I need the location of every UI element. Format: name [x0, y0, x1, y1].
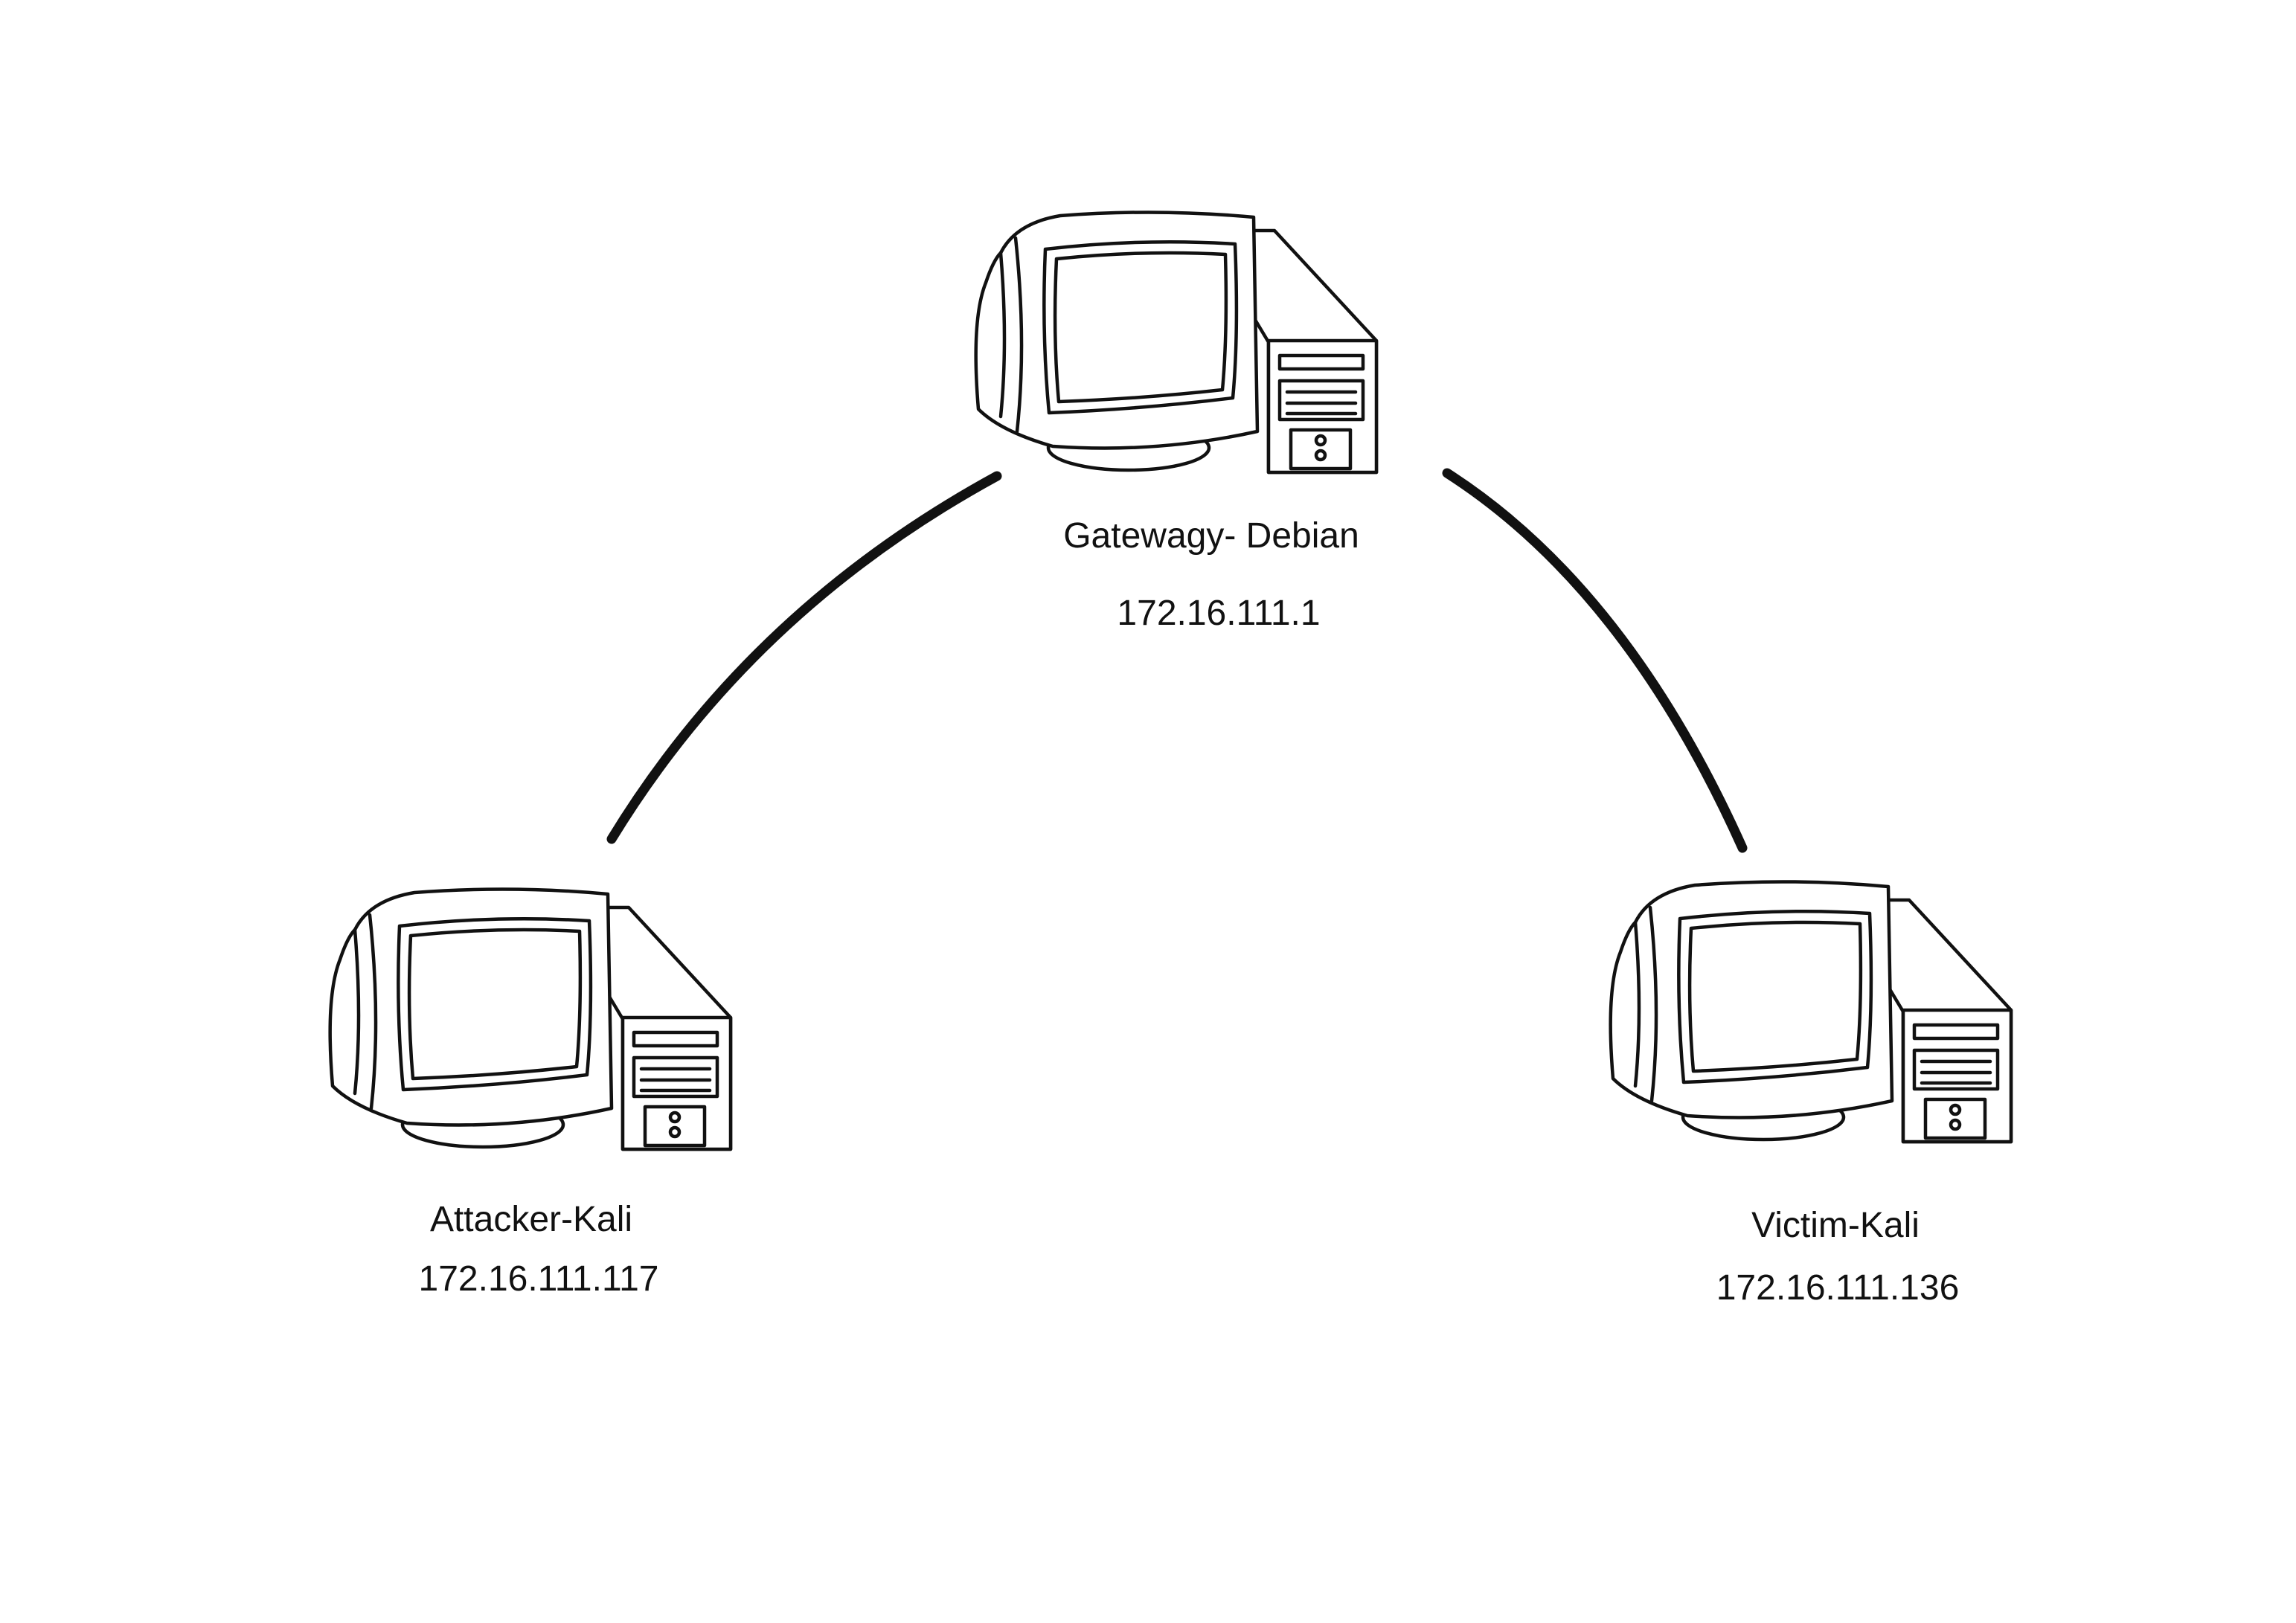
node-gateway: Gatewagy- Debian 172.16.111.1 [976, 212, 1376, 633]
node-ip: 172.16.111.136 [1716, 1268, 1960, 1308]
desktop-computer-icon [330, 889, 731, 1149]
node-name: Attacker-Kali [430, 1200, 632, 1239]
node-ip: 172.16.111.1 [1117, 594, 1320, 633]
link-gateway-victim [1442, 468, 1748, 853]
desktop-computer-icon [976, 212, 1376, 472]
node-attacker: Attacker-Kali 172.16.111.117 [330, 889, 731, 1299]
node-name: Victim-Kali [1751, 1206, 1920, 1245]
node-name: Gatewagy- Debian [1063, 516, 1359, 556]
desktop-computer-icon [1611, 881, 2011, 1142]
node-ip: 172.16.111.117 [419, 1259, 659, 1299]
link-gateway-attacker [606, 471, 1002, 844]
node-victim: Victim-Kali 172.16.111.136 [1611, 881, 2011, 1308]
